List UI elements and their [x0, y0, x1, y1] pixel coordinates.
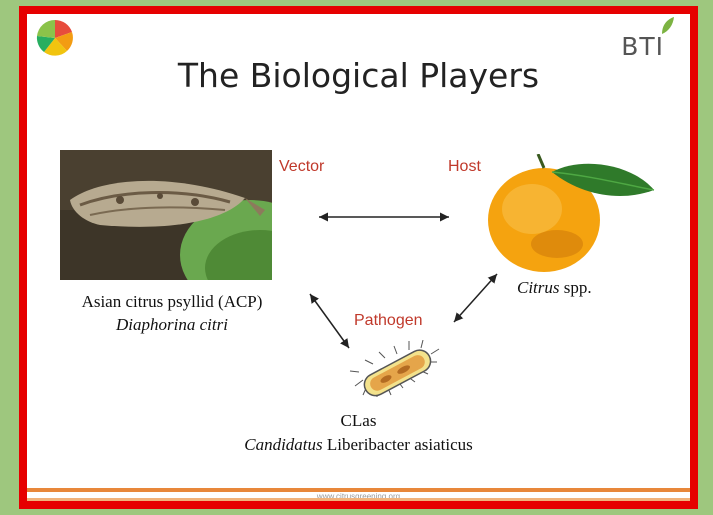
host-label: Host — [448, 158, 481, 176]
pathogen-label: Pathogen — [354, 312, 423, 330]
arrow-host-pathogen — [454, 274, 497, 322]
footer-stripe-bottom — [27, 498, 690, 501]
vector-label: Vector — [279, 158, 324, 176]
psyllid-common-name: Asian citrus psyllid (ACP) — [27, 292, 317, 312]
clas-short-name: CLas — [27, 411, 690, 431]
psyllid-scientific-name: Diaphorina citri — [27, 315, 317, 335]
citrus-name: Citrus spp. — [517, 278, 592, 298]
clas-full-name: Candidatus Liberibacter asiaticus — [27, 435, 690, 455]
citrus-genus: Citrus — [517, 278, 560, 297]
clas-species: Liberibacter asiaticus — [327, 435, 473, 454]
bacterium-icon — [349, 340, 449, 400]
citrus-suffix: spp. — [564, 278, 592, 297]
clas-genus: Candidatus — [244, 435, 322, 454]
slide: BTI The Biological Players — [27, 14, 690, 501]
